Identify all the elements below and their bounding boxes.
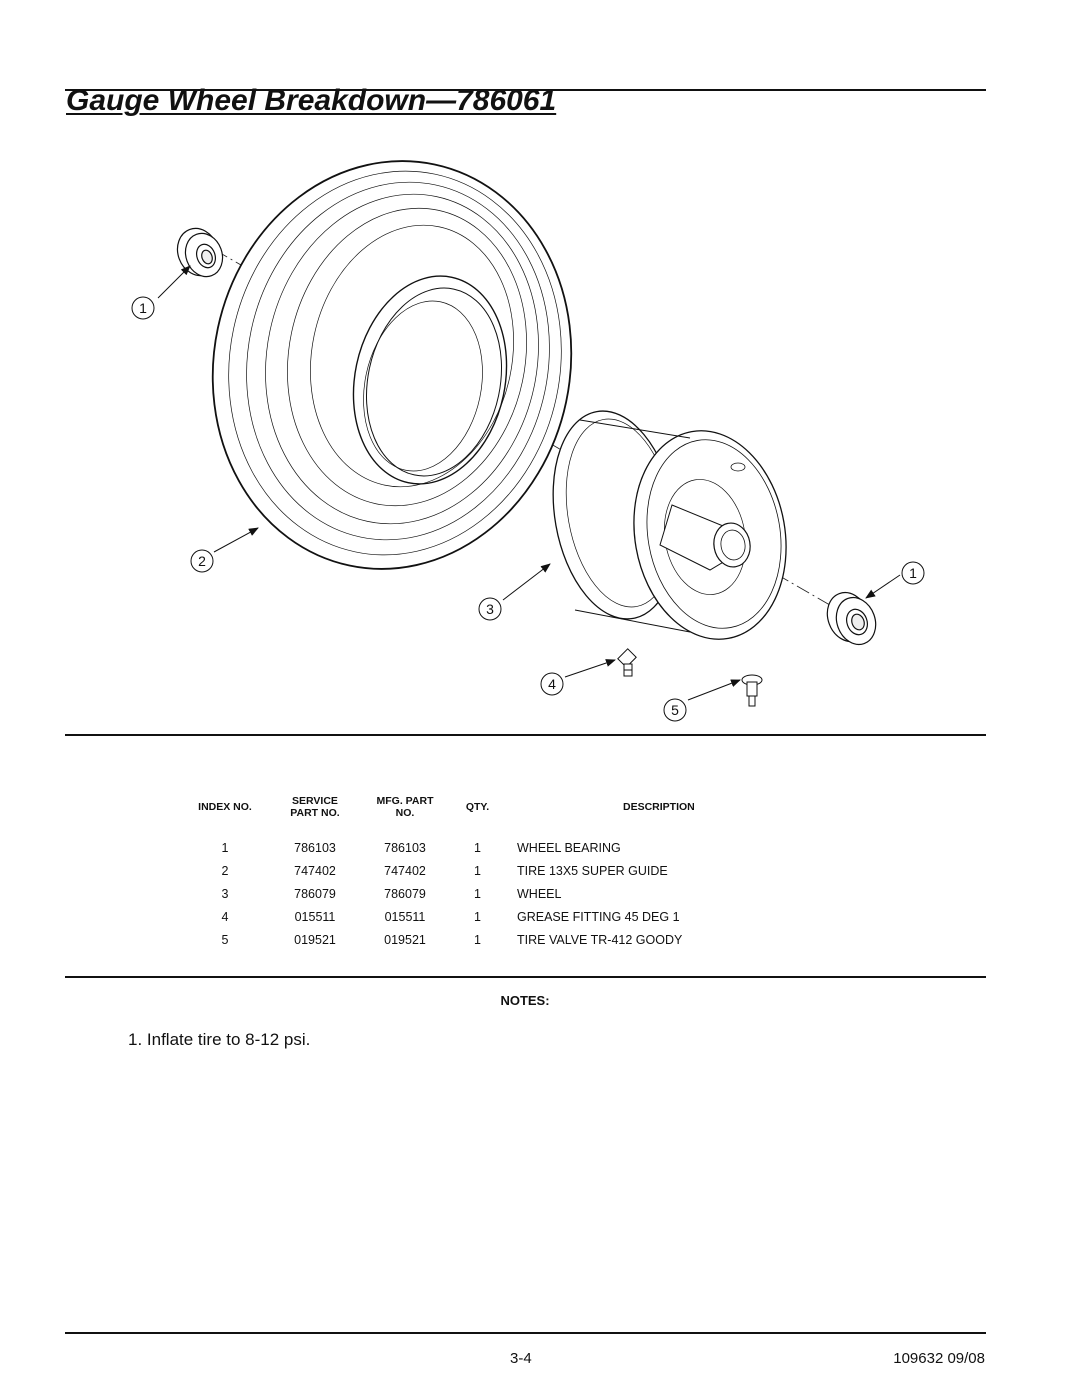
cell-description: WHEEL BEARING <box>517 841 621 855</box>
document-id: 109632 09/08 <box>893 1350 985 1367</box>
callout-1-right: 1 <box>901 561 925 585</box>
cell-index: 5 <box>221 933 229 947</box>
svg-text:5: 5 <box>671 702 679 718</box>
notes-heading: NOTES: <box>500 993 550 1008</box>
cell-qty: 1 <box>474 887 481 901</box>
callout-1-left: 1 <box>131 296 155 320</box>
table-row: 1 786103 786103 1 WHEEL BEARING <box>180 837 953 860</box>
table-row: 5 019521 019521 1 TIRE VALVE TR-412 GOOD… <box>180 929 953 952</box>
header-mfg-line2: NO. <box>395 807 415 819</box>
header-qty: QTY. <box>465 801 490 813</box>
cell-qty: 1 <box>474 933 481 947</box>
wheel-bearing-left <box>176 227 224 278</box>
table-row: 4 015511 015511 1 GREASE FITTING 45 DEG … <box>180 906 953 929</box>
exploded-parts-diagram: 1 2 3 4 5 1 <box>131 160 925 722</box>
page-title: Gauge Wheel Breakdown—786061 <box>66 84 557 117</box>
wheel-bearing-right <box>826 591 877 646</box>
cell-description: TIRE VALVE TR-412 GOODY <box>517 933 683 947</box>
callout-4: 4 <box>540 672 564 696</box>
cell-index: 2 <box>221 864 229 878</box>
cell-service-part: 015511 <box>294 910 336 924</box>
callout-3: 3 <box>478 597 502 621</box>
parts-table: INDEX NO. SERVICE PART NO. MFG. PART NO.… <box>180 795 953 952</box>
tire <box>211 160 573 570</box>
header-description: DESCRIPTION <box>623 801 695 813</box>
page-number: 3-4 <box>510 1350 532 1367</box>
svg-text:4: 4 <box>548 676 556 692</box>
cell-index: 1 <box>221 841 229 855</box>
cell-service-part: 786103 <box>294 841 336 855</box>
cell-description: WHEEL <box>517 887 562 901</box>
cell-service-part: 786079 <box>294 887 336 901</box>
wheel-rim <box>552 410 787 640</box>
table-row: 3 786079 786079 1 WHEEL <box>180 883 953 906</box>
cell-mfg-part: 019521 <box>384 933 426 947</box>
cell-mfg-part: 786079 <box>384 887 426 901</box>
header-service-part-no: SERVICE PART NO. <box>270 795 360 837</box>
cell-qty: 1 <box>474 841 481 855</box>
table-bottom-rule <box>65 976 986 978</box>
leader-lines <box>157 265 901 701</box>
header-service-line1: SERVICE <box>292 795 338 807</box>
cell-mfg-part: 786103 <box>384 841 426 855</box>
table-row: 2 747402 747402 1 TIRE 13X5 SUPER GUIDE <box>180 860 953 883</box>
table-header-row: INDEX NO. SERVICE PART NO. MFG. PART NO.… <box>180 795 953 837</box>
footer-rule <box>65 1332 986 1334</box>
cell-mfg-part: 015511 <box>384 910 426 924</box>
svg-text:2: 2 <box>198 553 206 569</box>
cell-index: 4 <box>221 910 229 924</box>
cell-description: TIRE 13X5 SUPER GUIDE <box>517 864 668 878</box>
cell-qty: 1 <box>474 910 481 924</box>
cell-mfg-part: 747402 <box>384 864 426 878</box>
svg-text:1: 1 <box>139 300 147 316</box>
header-mfg-line1: MFG. PART <box>376 795 434 807</box>
callout-5: 5 <box>663 698 687 722</box>
svg-text:1: 1 <box>909 565 917 581</box>
note-item: 1. Inflate tire to 8-12 psi. <box>128 1030 311 1049</box>
cell-index: 3 <box>221 887 229 901</box>
cell-description: GREASE FITTING 45 DEG 1 <box>517 910 680 924</box>
cell-qty: 1 <box>474 864 481 878</box>
callout-2: 2 <box>190 549 214 573</box>
diagram-bottom-rule <box>65 734 986 736</box>
top-rule <box>65 89 986 91</box>
grease-fitting <box>617 648 637 677</box>
tire-valve <box>741 674 763 707</box>
cell-service-part: 019521 <box>294 933 336 947</box>
svg-text:3: 3 <box>486 601 494 617</box>
header-service-line2: PART NO. <box>290 807 340 819</box>
cell-service-part: 747402 <box>294 864 336 878</box>
header-mfg-part-no: MFG. PART NO. <box>360 795 450 837</box>
header-index-no: INDEX NO. <box>198 801 252 813</box>
